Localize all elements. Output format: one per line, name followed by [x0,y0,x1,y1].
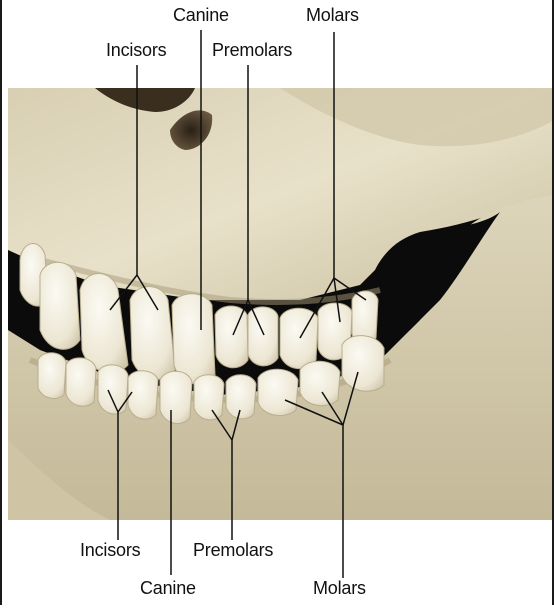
upper-canine [172,294,215,384]
upper-tooth [40,262,80,349]
lower-molar [300,361,340,405]
label-lower-premolars: Premolars [193,540,273,561]
label-lower-incisors: Incisors [80,540,140,561]
lower-incisor [128,371,158,419]
lower-incisor [98,365,128,414]
label-lower-canine: Canine [140,578,196,599]
label-upper-molars: Molars [306,5,359,26]
lower-incisor [66,358,96,406]
upper-premolar [215,306,248,368]
lower-molar [258,369,298,415]
lower-premolar [194,375,224,420]
lower-canine [160,371,192,423]
lower-molar [342,336,384,392]
label-lower-molars: Molars [313,578,366,599]
lower-premolar [226,375,256,419]
label-upper-incisors: Incisors [106,40,166,61]
lower-tooth [38,353,66,399]
label-upper-canine: Canine [173,5,229,26]
label-upper-premolars: Premolars [212,40,292,61]
upper-premolar [248,307,278,366]
